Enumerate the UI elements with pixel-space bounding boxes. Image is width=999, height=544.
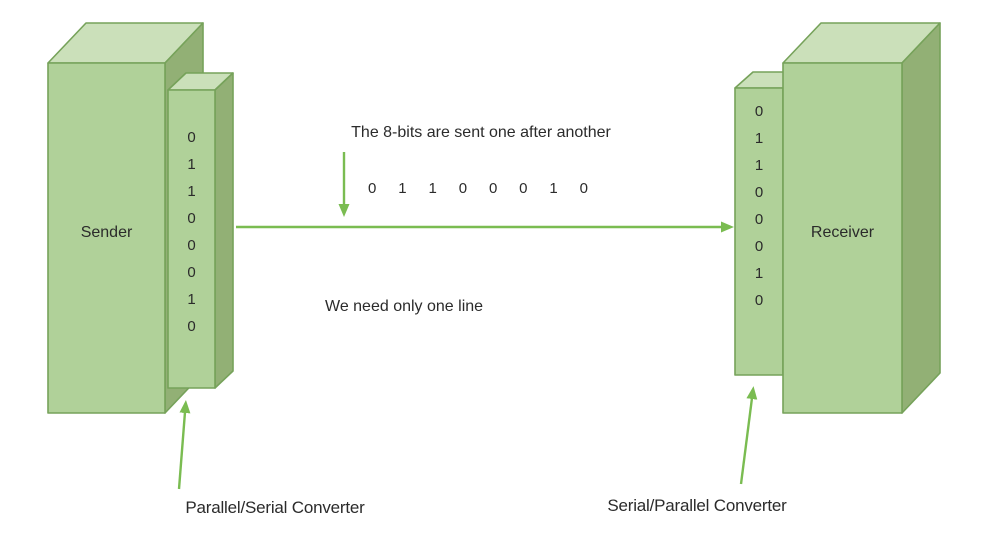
left-converter-pointer-arrow xyxy=(177,400,191,490)
bit: 0 xyxy=(754,184,764,201)
sender-converter-bits: 0 1 1 0 0 0 1 0 xyxy=(168,124,215,340)
channel-caption: The 8-bits are sent one after another xyxy=(351,124,611,141)
bit: 0 xyxy=(754,292,764,309)
bit: 0 xyxy=(754,103,764,120)
serial-bits-stream: 0 1 1 0 0 0 1 0 xyxy=(368,180,588,197)
bit: 0 xyxy=(519,180,528,197)
left-converter-front-face xyxy=(167,89,216,389)
bit: 1 xyxy=(754,265,764,282)
left-converter-label: Parallel/Serial Converter xyxy=(185,498,365,517)
bit: 0 xyxy=(187,264,196,281)
left-converter-side-face xyxy=(214,72,234,389)
bit: 0 xyxy=(579,180,588,197)
bit: 1 xyxy=(549,180,558,197)
bit: 1 xyxy=(754,157,764,174)
receiver-converter-bits: 0 1 1 0 0 0 1 0 xyxy=(735,98,783,314)
bit: 1 xyxy=(187,156,196,173)
bit: 0 xyxy=(488,180,498,197)
sender-label: Sender xyxy=(80,224,133,241)
receiver-box-side-face xyxy=(901,22,941,414)
channel-note: We need only one line xyxy=(325,298,484,315)
receiver-box xyxy=(782,22,941,414)
sender-box-front-face xyxy=(47,62,166,414)
right-converter-front-face xyxy=(734,87,784,376)
bit: 0 xyxy=(187,129,196,146)
receiver-label: Receiver xyxy=(810,224,875,241)
bit: 0 xyxy=(458,180,468,197)
bit: 0 xyxy=(368,180,377,197)
bit: 0 xyxy=(754,238,764,255)
bit: 1 xyxy=(187,291,196,308)
bit: 0 xyxy=(754,211,764,228)
receiver-box-front-face xyxy=(782,62,903,414)
bit: 1 xyxy=(187,183,196,200)
bit: 0 xyxy=(187,210,196,227)
right-converter-pointer-arrow xyxy=(739,386,758,485)
bit: 1 xyxy=(754,130,764,147)
bit: 1 xyxy=(428,180,437,197)
right-converter-label: Serial/Parallel Converter xyxy=(607,496,787,515)
bit: 1 xyxy=(398,180,407,197)
bit: 0 xyxy=(187,318,196,335)
bit: 0 xyxy=(187,237,196,254)
parallel-serial-converter-box xyxy=(167,72,234,389)
